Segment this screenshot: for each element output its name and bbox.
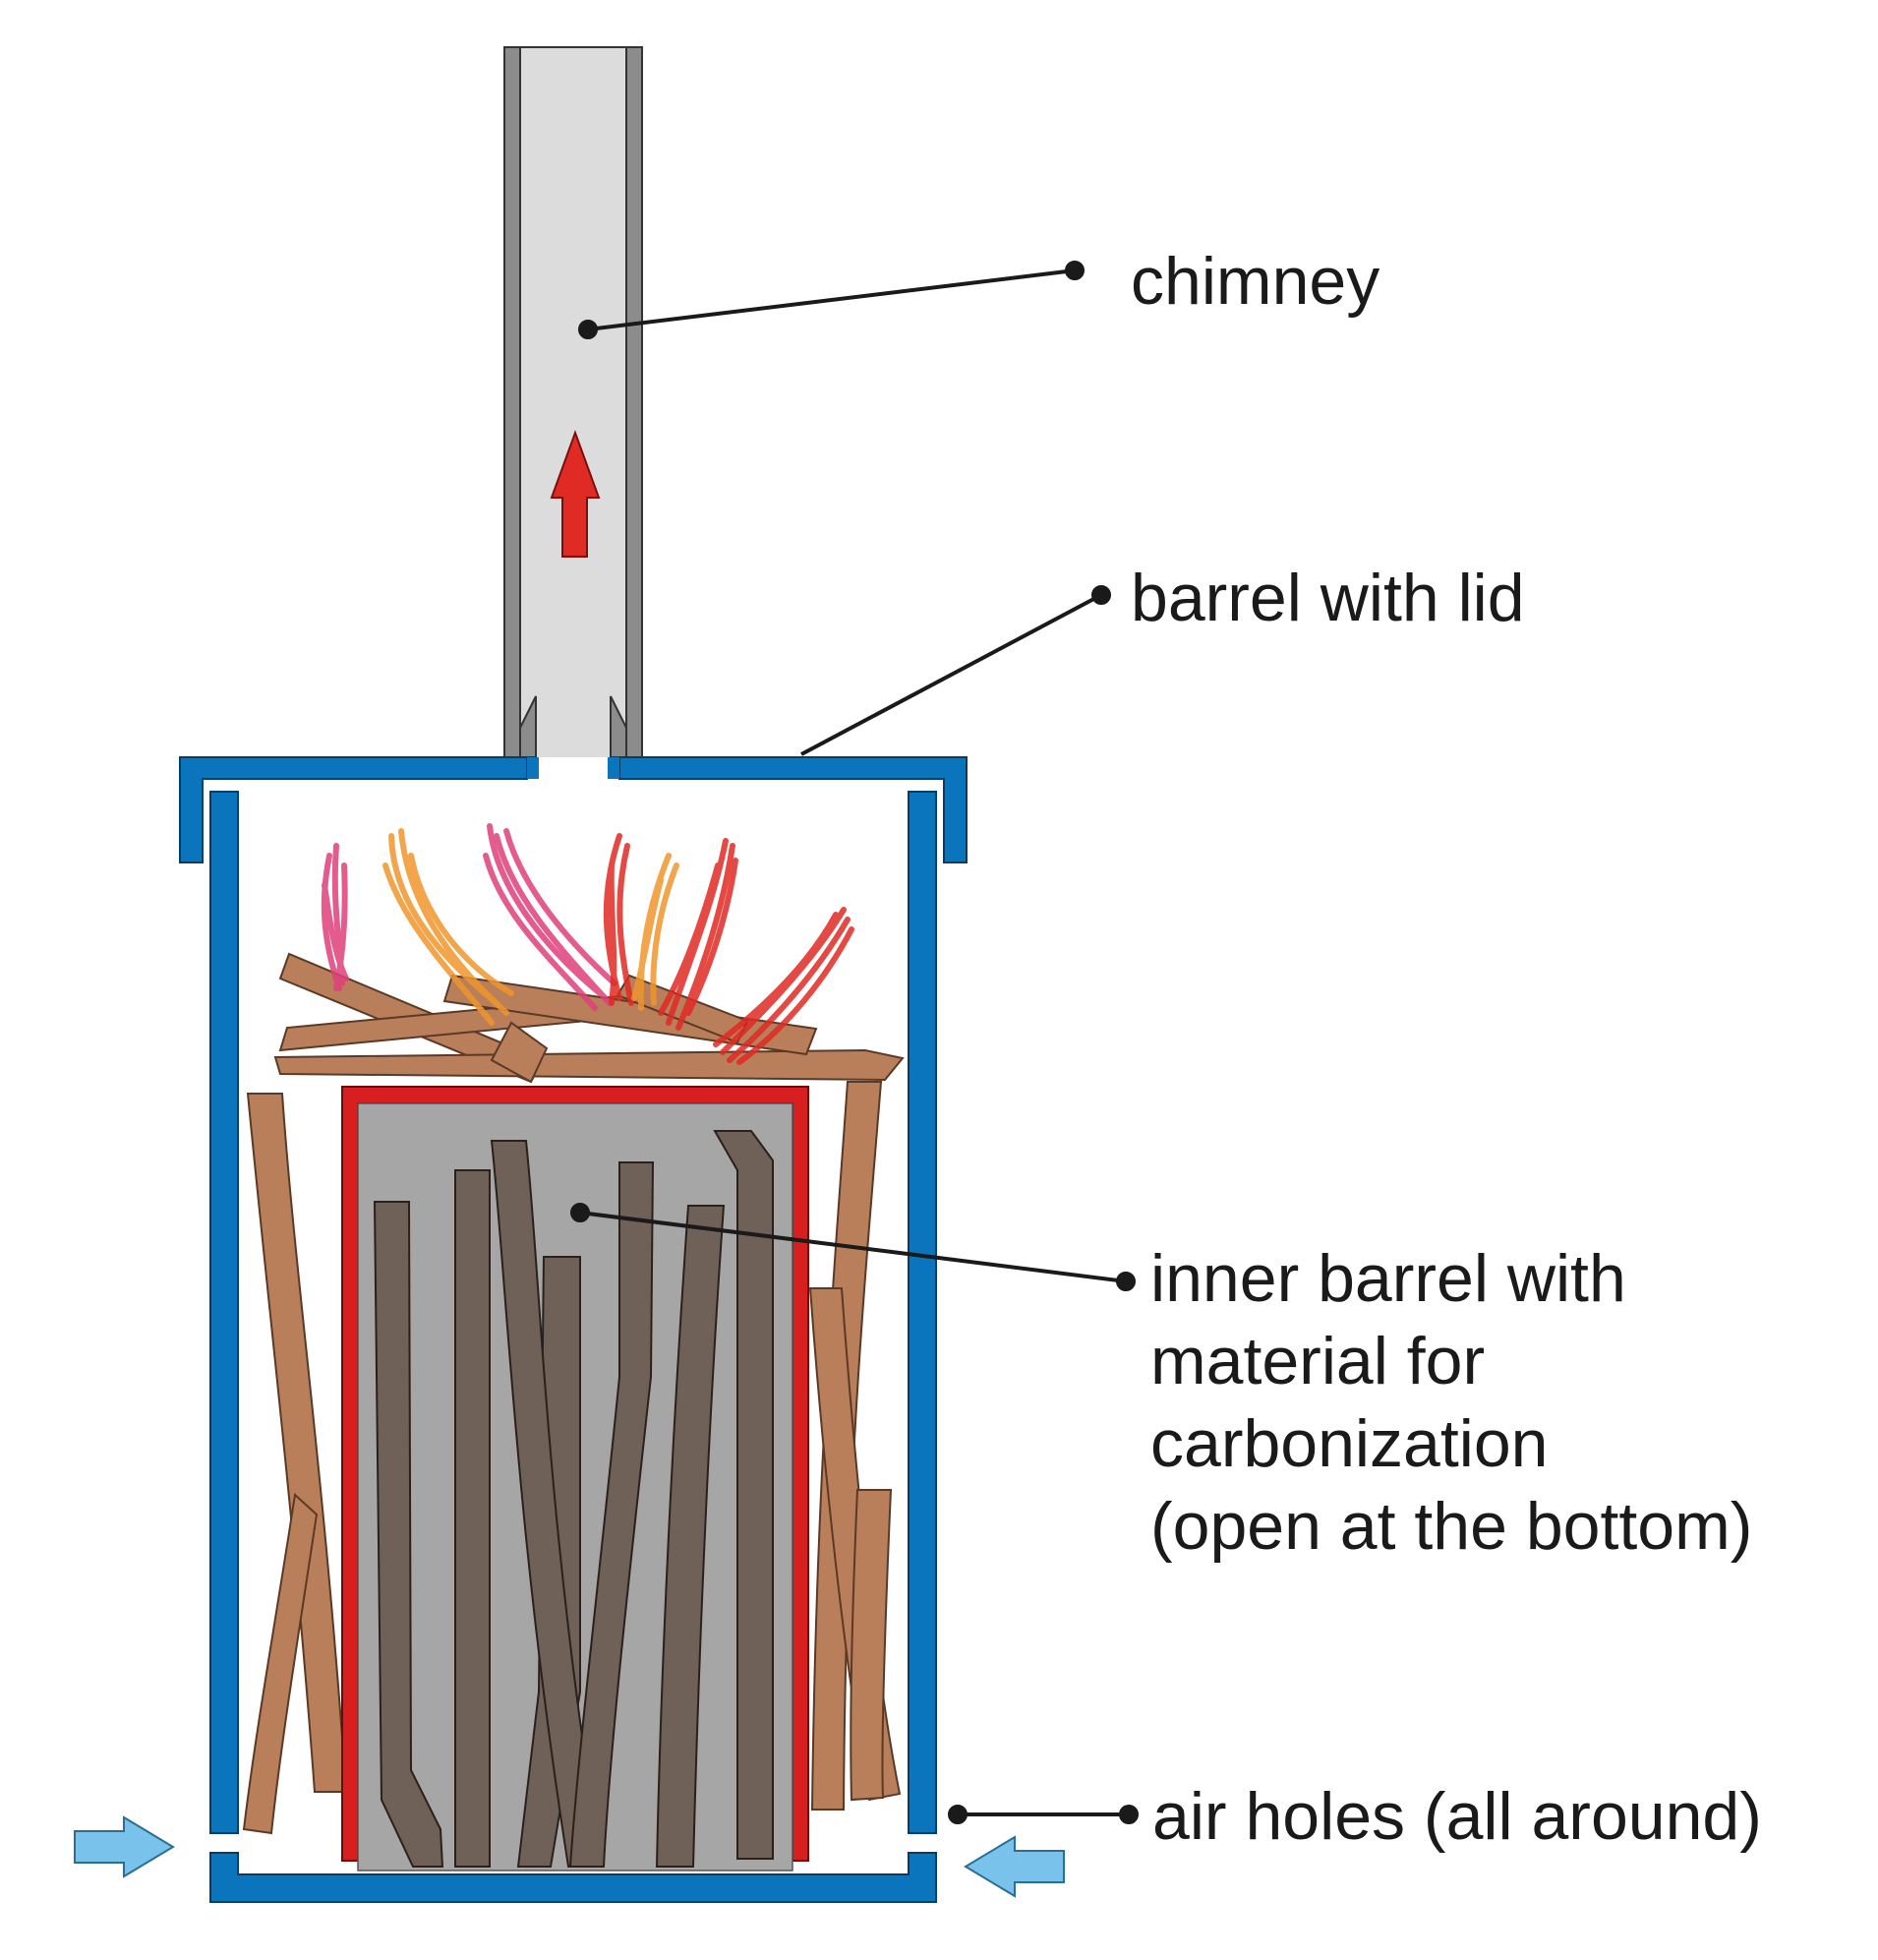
outer-wood-sticks	[242, 1081, 902, 1835]
flame-2	[382, 828, 514, 1026]
barrel-label: barrel with lid	[1131, 557, 1525, 639]
air-arrow-right-icon	[964, 1835, 1065, 1898]
flame-3	[483, 823, 617, 1011]
chimney-pipe	[504, 47, 642, 757]
flame-5	[631, 853, 679, 1011]
chimney-label: chimney	[1131, 240, 1379, 323]
leader-lines	[570, 261, 1139, 1824]
air-arrow-left-icon	[74, 1815, 175, 1878]
smoke-arrow-icon	[550, 430, 601, 558]
flame-1	[321, 843, 349, 991]
barrel-wall-left	[209, 791, 239, 1834]
chimney-label-text: chimney	[1131, 244, 1380, 319]
flame-4	[603, 833, 634, 1006]
inner-barrel-label-line-1: inner barrel with	[1150, 1241, 1626, 1316]
inner-barrel-label-line-4: (open at the bottom)	[1150, 1489, 1753, 1564]
barrel-base	[209, 1852, 937, 1903]
outer-barrel	[179, 756, 968, 1903]
air-arrows	[74, 1815, 1065, 1898]
chimney-leader	[587, 268, 1076, 331]
flame-6	[658, 838, 738, 1031]
chimney-wall-right	[625, 46, 643, 758]
chimney-wall-left	[503, 46, 521, 758]
air-holes-label-text: air holes (all around)	[1152, 1779, 1762, 1854]
air-holes-label: air holes (all around)	[1152, 1775, 1762, 1858]
inner-barrel-label: inner barrel with material for carboniza…	[1150, 1237, 1752, 1568]
flames	[321, 823, 854, 1065]
barrel-label-text: barrel with lid	[1131, 561, 1525, 635]
barrel-wall-right	[908, 791, 937, 1834]
inner-barrel-label-line-2: material for	[1150, 1324, 1486, 1398]
inner-barrel-leader	[579, 1211, 1127, 1283]
flame-7	[713, 907, 854, 1065]
chimney	[503, 46, 643, 758]
barrel-leader	[800, 593, 1102, 756]
carbonization-material	[373, 1130, 774, 1868]
inner-barrel-label-line-3: carbonization	[1150, 1406, 1549, 1481]
